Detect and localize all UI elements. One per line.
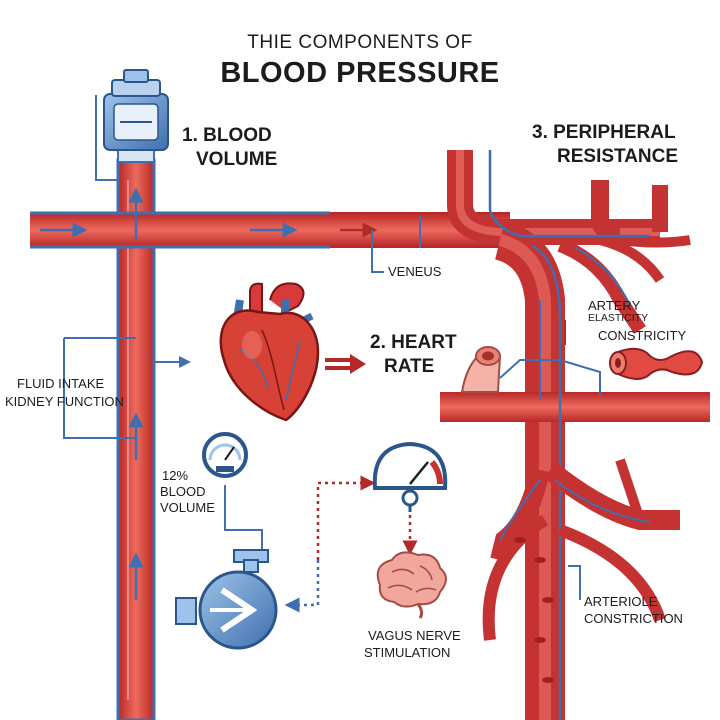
section-heart-rate-line-1: 2. HEART xyxy=(370,332,457,353)
fluid-intake-label: FLUID INTAKE xyxy=(17,376,105,391)
vagus-nerve-label: VAGUS NERVE xyxy=(368,628,461,643)
artery-segment-icon xyxy=(460,346,502,393)
page-title: BLOOD PRESSURE xyxy=(220,57,500,89)
section-heart-rate-line-2: RATE xyxy=(384,356,435,377)
pump-device-icon xyxy=(103,69,169,163)
stimulation-label: STIMULATION xyxy=(364,645,451,660)
section-peripheral-resistance-line-1: 3. PERIPHERAL xyxy=(532,122,676,143)
gauge-percent-label: 12% xyxy=(162,468,189,483)
veneus-label: VENEUS xyxy=(388,264,442,279)
section-blood-volume-line-2: VOLUME xyxy=(196,149,278,170)
gauge-volume-label: VOLUME xyxy=(160,500,215,515)
section-blood-volume-line-1: 1. BLOOD xyxy=(182,125,272,146)
artery-label: ARTERY xyxy=(588,298,641,313)
section-peripheral-resistance-line-2: RESISTANCE xyxy=(557,146,679,167)
title-line-1: THIE COMPONENTS OF xyxy=(247,32,473,53)
heart-rate-arrow xyxy=(325,354,366,374)
arteriole-label: ARTERIOLE xyxy=(584,594,658,609)
right-vessel-network xyxy=(440,150,710,720)
gauge-icon xyxy=(202,432,248,478)
pressure-gauge-icon xyxy=(372,441,448,512)
constricted-vessel-icon xyxy=(609,347,704,380)
heart-icon xyxy=(219,282,320,422)
gauge-blood-label: BLOOD xyxy=(160,484,206,499)
constriction-label: CONSTRICTION xyxy=(584,611,683,626)
constricity-label: CONSTRICITY xyxy=(598,328,687,343)
left-vertical-vessel xyxy=(116,158,156,720)
elasticity-label: ELASTICITY xyxy=(588,312,649,324)
kidney-function-label: KIDNEY FUNCTION xyxy=(5,394,124,409)
brain-icon xyxy=(376,551,447,619)
pump-icon xyxy=(175,549,278,650)
